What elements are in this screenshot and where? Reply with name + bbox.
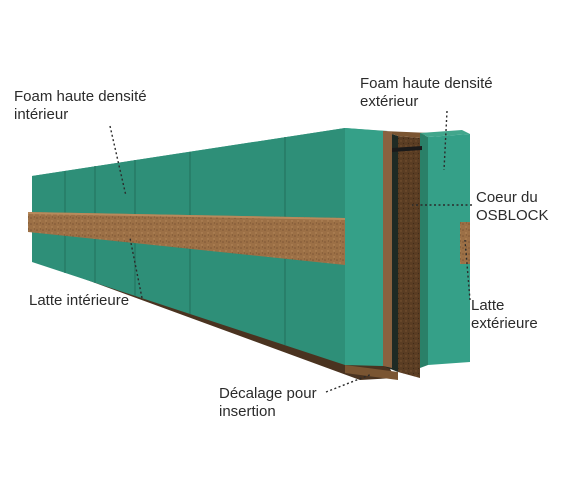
label-latte-interior-line1: Latte intérieure [29,292,130,309]
label-foam-exterior-line2: extérieur [360,93,419,110]
wood-edge-strip [383,131,392,368]
label-foam-exterior: Foam haute densité extérieur [360,75,493,111]
label-foam-interior: Foam haute densité intérieur [14,88,147,124]
label-foam-interior-line2: intérieur [14,106,69,123]
leader-latte-interior [129,237,143,299]
leader-lines [109,110,472,393]
foam-exterior-top [420,130,470,137]
latte-exterior [460,222,470,264]
label-foam-exterior-line1: Foam haute densité [360,75,493,92]
latte-interior [28,212,345,265]
foam-exterior-end [428,134,470,365]
label-offset: Décalage pour insertion [219,385,317,421]
label-latte-exterior-line2: extérieure [471,315,538,332]
leader-foam-exterior [443,110,448,171]
label-offset-line2: insertion [219,403,276,420]
label-core: Coeur du OSBLOCK [476,189,549,225]
offset-strip [345,365,398,380]
core-slot [392,146,422,152]
label-core-line2: OSBLOCK [476,207,549,224]
label-offset-line1: Décalage pour [219,385,317,402]
label-core-line1: Coeur du [476,189,538,206]
label-latte-exterior: Latte extérieure [471,297,538,333]
leader-foam-interior [109,125,127,197]
osblock-core [398,136,420,378]
label-foam-interior-line1: Foam haute densité [14,88,147,105]
leader-offset [325,373,373,393]
label-latte-exterior-line1: Latte [471,297,505,314]
leader-latte-exterior [464,239,471,301]
label-latte-interior: Latte intérieure [29,292,129,310]
latte-interior-top [28,212,345,220]
foam-exterior-inner [420,133,428,368]
foam-interior-end [345,128,383,366]
osblock-core-top [383,131,430,138]
